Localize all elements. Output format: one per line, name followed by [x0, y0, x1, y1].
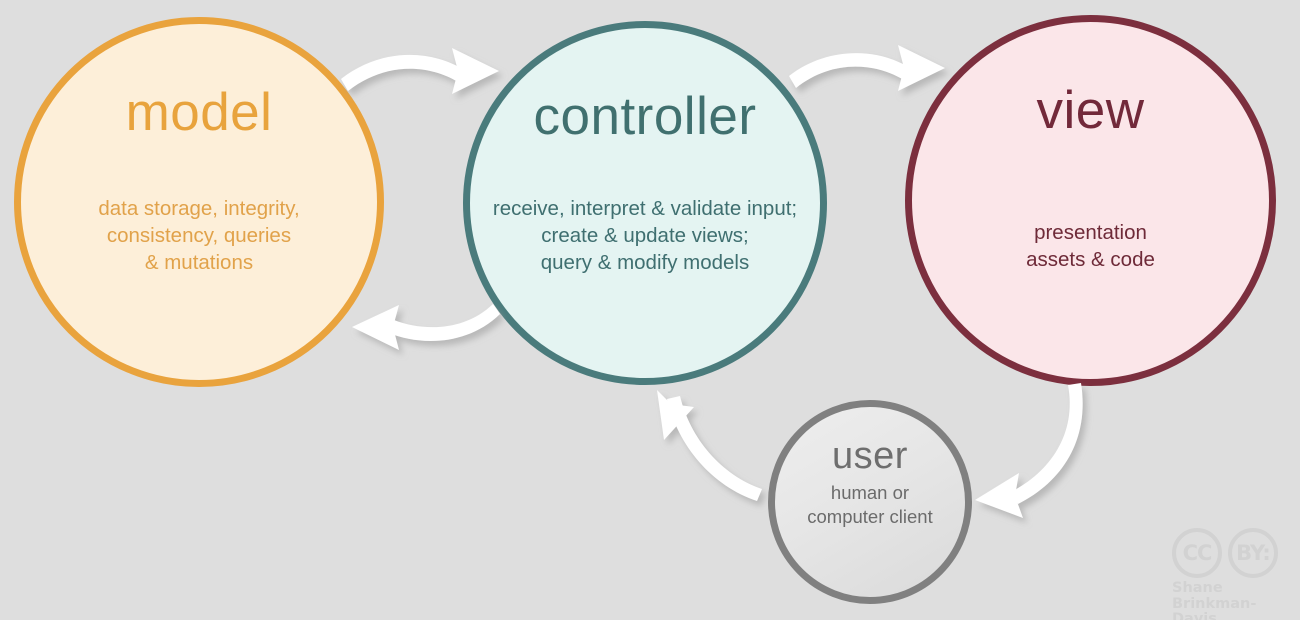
arrow-user-to-controller [657, 390, 762, 501]
arrow-controller-to-view [789, 45, 945, 91]
creative-commons-marks: CC BY: [1172, 528, 1290, 578]
node-model-description: data storage, integrity, consistency, qu… [98, 197, 300, 275]
node-model-title: model [125, 83, 273, 142]
attribution-author: Shane Brinkman-Davis [1172, 580, 1257, 620]
node-user-description: human or computer client [807, 482, 933, 528]
node-view-title: view [1036, 81, 1145, 140]
node-user-title: user [832, 435, 908, 477]
creative-commons-icon: CC [1172, 528, 1222, 578]
node-user[interactable]: user human or computer client [768, 400, 972, 604]
attribution-by-icon: BY: [1228, 528, 1278, 578]
node-controller[interactable]: controller receive, interpret & validate… [463, 21, 827, 385]
attribution-badge: CC BY: Shane Brinkman-Davis [1172, 528, 1290, 620]
arrow-view-to-user [975, 383, 1083, 518]
arrow-controller-to-model [352, 304, 500, 350]
node-view[interactable]: view presentation assets & code [905, 15, 1276, 386]
arrow-model-to-controller [341, 48, 499, 94]
node-controller-description: receive, interpret & validate input; cre… [492, 197, 798, 275]
node-model[interactable]: model data storage, integrity, consisten… [14, 17, 384, 387]
node-controller-title: controller [533, 87, 757, 146]
node-view-description: presentation assets & code [1026, 221, 1155, 272]
